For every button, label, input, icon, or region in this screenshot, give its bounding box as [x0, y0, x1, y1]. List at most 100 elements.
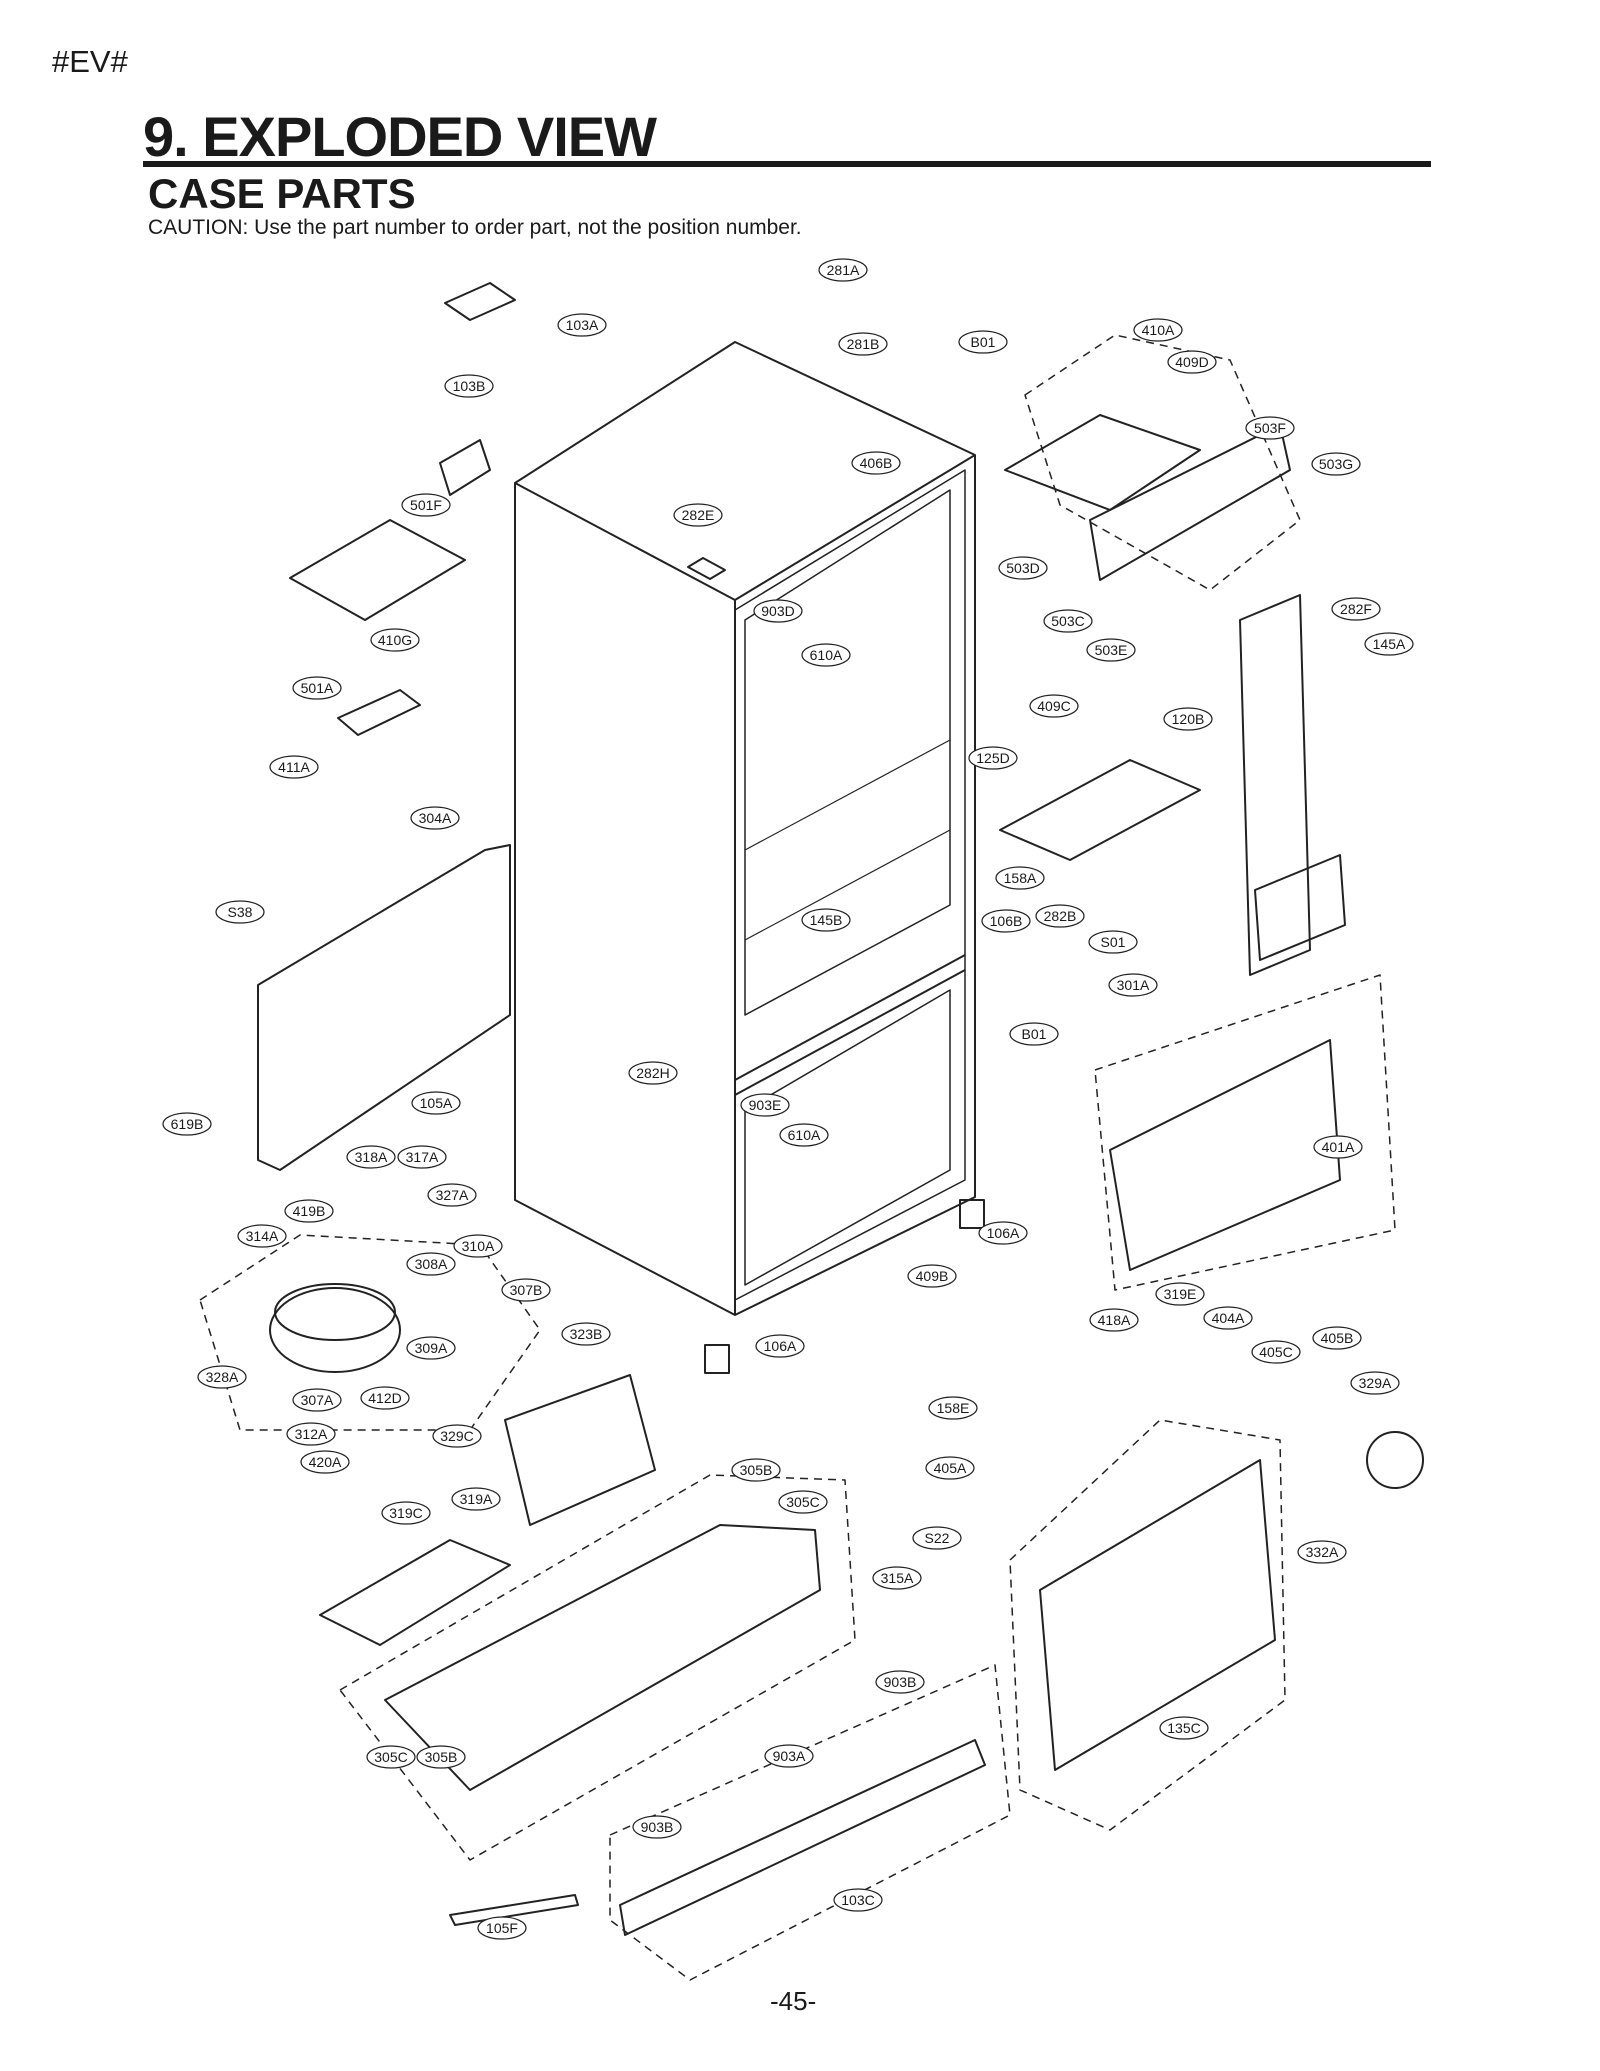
callout-310a: 310A [453, 1234, 503, 1258]
callout-503c: 503C [1043, 609, 1093, 633]
callout-412d: 412D [360, 1386, 410, 1410]
callout-903e: 903E [740, 1093, 790, 1117]
callout-106a: 106A [978, 1221, 1028, 1245]
callout-103b: 103B [444, 374, 494, 398]
callout-label: 501F [410, 497, 442, 513]
callout-619b: 619B [162, 1112, 212, 1136]
callout-label: 619B [171, 1116, 204, 1132]
callout-bubble [907, 1264, 957, 1288]
callout-label: 305B [740, 1462, 773, 1478]
callout-106b: 106B [981, 909, 1031, 933]
callout-309a: 309A [406, 1336, 456, 1360]
callout-label: 145A [1373, 636, 1406, 652]
callout-bubble [731, 1458, 781, 1482]
callout-bubble [237, 1224, 287, 1248]
callout-label: 281B [847, 336, 880, 352]
callout-411a: 411A [269, 755, 319, 779]
callout-label: 405A [934, 1460, 967, 1476]
callout-406b: 406B [851, 451, 901, 475]
callout-135c: 135C [1159, 1716, 1209, 1740]
callout-label: 405C [1259, 1344, 1292, 1360]
callout-label: 282F [1340, 601, 1372, 617]
callout-305c: 305C [778, 1490, 828, 1514]
title-rule [143, 161, 1431, 167]
callout-bubble [366, 1745, 416, 1769]
callout-bubble [875, 1670, 925, 1694]
callout-610a: 610A [779, 1123, 829, 1147]
callout-305b: 305B [731, 1458, 781, 1482]
callout-315a: 315A [872, 1566, 922, 1590]
callout-327a: 327A [427, 1183, 477, 1207]
callout-409c: 409C [1029, 694, 1079, 718]
callout-label: 404A [1212, 1310, 1245, 1326]
callout-903b: 903B [632, 1815, 682, 1839]
callout-label: 319A [460, 1491, 493, 1507]
callout-105a: 105A [411, 1091, 461, 1115]
callout-405c: 405C [1251, 1340, 1301, 1364]
callout-bubble [1331, 597, 1381, 621]
callout-bubble [928, 1396, 978, 1420]
callout-label: 158E [937, 1400, 970, 1416]
callout-label: 105F [486, 1920, 518, 1936]
callout-503g: 503G [1311, 452, 1361, 476]
callout-label: 903B [641, 1819, 674, 1835]
callout-158e: 158E [928, 1396, 978, 1420]
callout-bubble [292, 1388, 342, 1412]
callout-label: 145B [810, 912, 843, 928]
callout-label: 903D [761, 603, 794, 619]
callout-bubble [1313, 1135, 1363, 1159]
callout-label: 503D [1006, 560, 1039, 576]
callout-bubble [753, 599, 803, 623]
callout-label: 103B [453, 378, 486, 394]
callout-bubble [360, 1386, 410, 1410]
callout-903b: 903B [875, 1670, 925, 1694]
callout-label: 120B [1172, 711, 1205, 727]
callout-label: 125D [976, 750, 1009, 766]
callout-label: S01 [1101, 934, 1126, 950]
page-title: 9. EXPLODED VIEW [143, 105, 657, 168]
callout-bubble [833, 1888, 883, 1912]
callout-label: 305C [786, 1494, 819, 1510]
callout-bubble [401, 493, 451, 517]
callout-label: 328A [206, 1369, 239, 1385]
callout-label: 329A [1359, 1375, 1392, 1391]
callout-label: 106A [764, 1338, 797, 1354]
callout-282h: 282H [628, 1061, 678, 1085]
callout-bubble [411, 1091, 461, 1115]
section-title: CASE PARTS [148, 170, 416, 217]
callout-label: 503G [1319, 456, 1353, 472]
callout-label: 610A [788, 1127, 821, 1143]
callout-label: 319E [1164, 1286, 1197, 1302]
callout-418a: 418A [1089, 1308, 1139, 1332]
callout-410g: 410G [370, 628, 420, 652]
callout-bubble [1163, 707, 1213, 731]
callout-bubble [1155, 1282, 1205, 1306]
callout-120b: 120B [1163, 707, 1213, 731]
callout-bubble [381, 1501, 431, 1525]
callout-label: 158A [1004, 870, 1037, 886]
callout-103c: 103C [833, 1888, 883, 1912]
callout-282f: 282F [1331, 597, 1381, 621]
callout-bubble [1311, 452, 1361, 476]
callout-610a: 610A [801, 643, 851, 667]
callout-s38: S38 [215, 900, 265, 924]
callout-bubble [410, 806, 460, 830]
callout-307b: 307B [501, 1278, 551, 1302]
callout-bubble [269, 755, 319, 779]
callout-bubble [284, 1199, 334, 1223]
callout-bubble [1088, 930, 1138, 954]
callout-s01: S01 [1088, 930, 1138, 954]
callout-903d: 903D [753, 599, 803, 623]
callout-label: 409D [1175, 354, 1208, 370]
callout-bubble [1167, 350, 1217, 374]
callout-label: 412D [368, 1390, 401, 1406]
callout-label: 282H [636, 1065, 669, 1081]
callout-bubble [432, 1424, 482, 1448]
callout-bubble [995, 866, 1045, 890]
callout-bubble [1312, 1326, 1362, 1350]
callout-bubble [444, 374, 494, 398]
callout-label: B01 [971, 334, 996, 350]
callout-label: 305C [374, 1749, 407, 1765]
callout-bubble [397, 1145, 447, 1169]
